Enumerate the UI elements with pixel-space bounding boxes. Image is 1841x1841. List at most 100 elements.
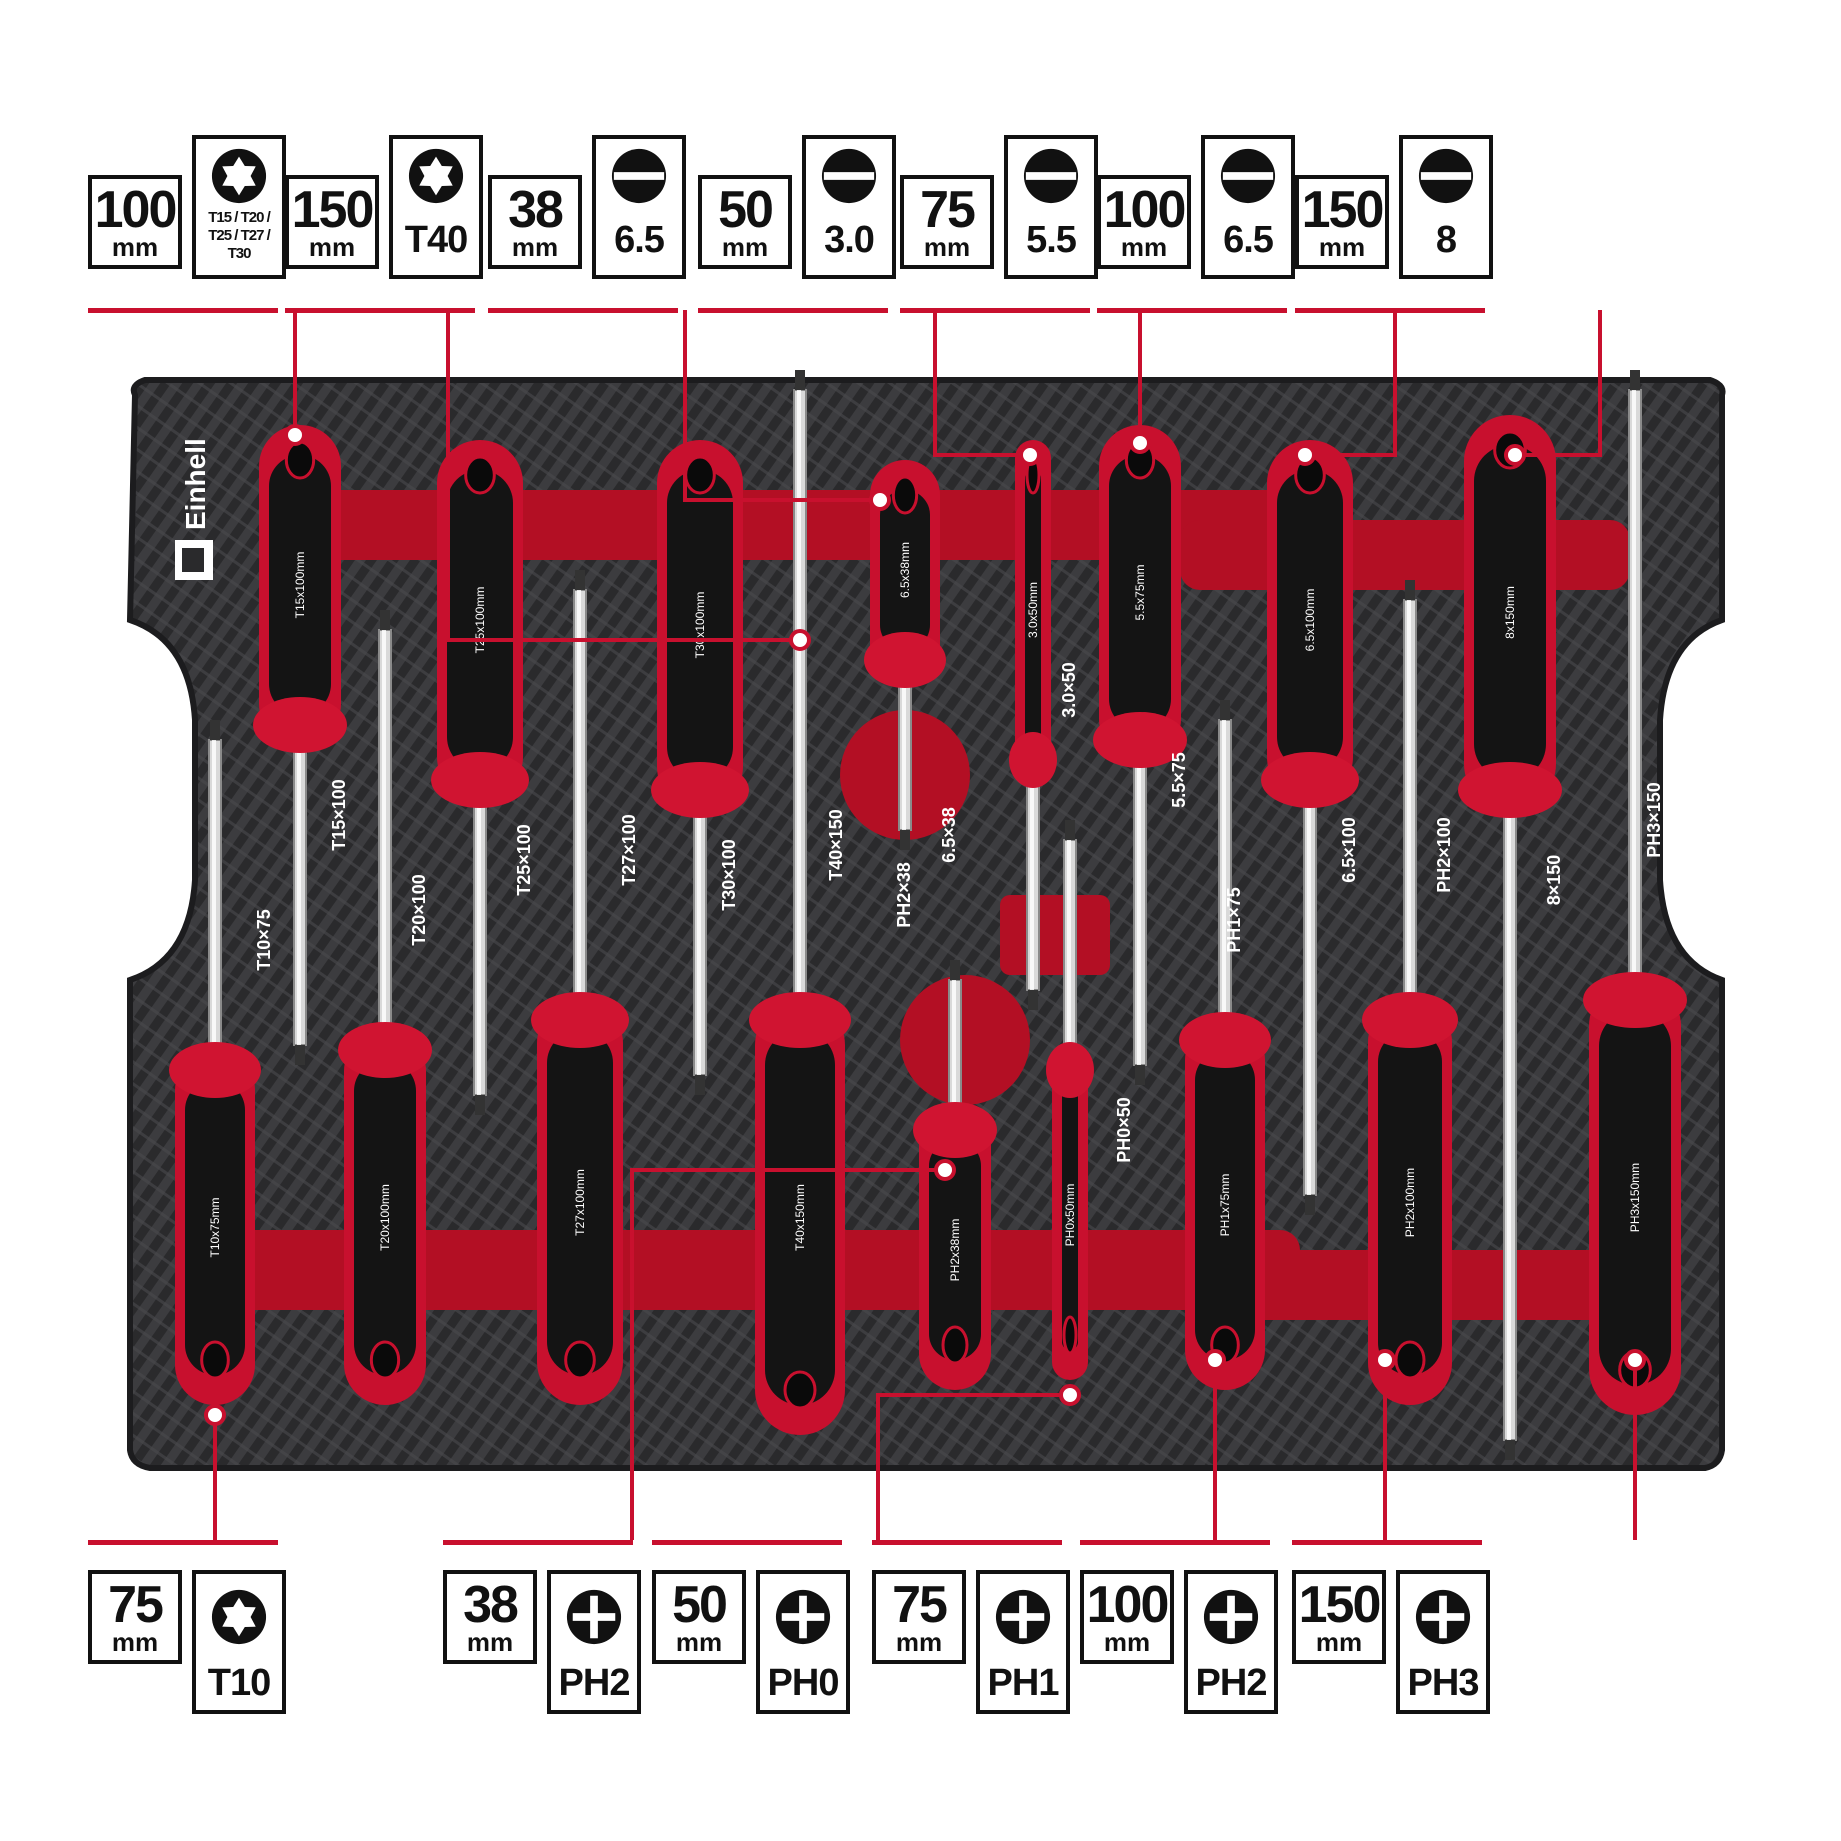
phillips-icon (775, 1589, 831, 1645)
bit-tip (1305, 1195, 1315, 1215)
tray-label-s65_100: 6.5×100 (1339, 817, 1359, 883)
leader-lines (204, 310, 1646, 1540)
brand-logo: Einhell (175, 438, 213, 580)
leader-line (933, 310, 1030, 457)
screwdriver-t15: T15x100mm (253, 425, 347, 1065)
bit-tip (795, 370, 805, 390)
bit-tip (1220, 700, 1230, 720)
tray-label-t20: T20×100 (409, 874, 429, 946)
phillips-icon (1415, 1589, 1471, 1645)
screwdriver-t25: T25x100mm (431, 440, 529, 1115)
screwdriver-t10: T10x75mm (169, 720, 261, 1405)
handle-neck (864, 632, 946, 688)
handle-print: PH2x100mm (1403, 1168, 1417, 1237)
leader-line (1515, 310, 1602, 457)
hang-hole (464, 455, 496, 495)
bit-tip (380, 610, 390, 630)
tray-label-t30: T30×100 (719, 839, 739, 911)
length-unit: mm (466, 1627, 514, 1657)
screwdriver-t40: T40x150mm (749, 370, 851, 1435)
handle-neck (1009, 732, 1057, 788)
leader-dot (1374, 1349, 1396, 1371)
slotted-icon (821, 148, 877, 204)
handle-neck (1046, 1042, 1094, 1098)
legend-rule (443, 1540, 633, 1545)
length-unit: mm (721, 232, 769, 262)
leader-dot (1019, 444, 1041, 466)
length-value: 100 (1103, 181, 1187, 239)
tray-label-s55_75: 5.5×75 (1169, 752, 1189, 808)
handle-neck (1093, 712, 1187, 768)
legend-rule (1097, 308, 1287, 313)
length-unit: mm (923, 232, 971, 262)
tip-code: 5.5 (1026, 219, 1077, 261)
length-unit: mm (675, 1627, 723, 1657)
handle-neck (651, 762, 749, 818)
leader-dot (1294, 444, 1316, 466)
tip-box: PH1 (976, 1570, 1070, 1714)
tip-box: PH2 (1184, 1570, 1278, 1714)
bit-tip (475, 1095, 485, 1115)
tray-label-ph1_75: PH1×75 (1224, 887, 1244, 953)
handle-print: T20x100mm (378, 1184, 392, 1251)
tip-box: PH3 (1396, 1570, 1490, 1714)
bit-tip (1065, 820, 1075, 840)
tip-box: 6.5 (1201, 135, 1295, 279)
hang-hole (1062, 1315, 1078, 1355)
leader-dot (204, 1404, 226, 1426)
torx-icon (408, 148, 464, 204)
tip-code: PH2 (1195, 1662, 1268, 1704)
length-unit: mm (111, 232, 159, 262)
tip-box: T40 (389, 135, 483, 279)
legend-rule (285, 308, 475, 313)
handle-neck (531, 992, 629, 1048)
phillips-icon (1203, 1589, 1259, 1645)
length-value: 100 (94, 181, 178, 239)
slotted-icon (1220, 148, 1276, 204)
screwdriver-ph2_100: PH2x100mm (1362, 580, 1458, 1405)
handle-neck (1261, 752, 1359, 808)
length-value: 75 (108, 1576, 164, 1634)
tip-box: 8 (1399, 135, 1493, 279)
phillips-icon (566, 1589, 622, 1645)
handle-neck (169, 1042, 261, 1098)
handle-neck (913, 1102, 997, 1158)
tip-code: T10 (207, 1662, 271, 1704)
handle-print: 5.5x75mm (1133, 564, 1147, 620)
legend-rule (1292, 1540, 1482, 1545)
tray-label-t25: T25×100 (514, 824, 534, 896)
screwdriver-ph1_75: PH1x75mm (1179, 700, 1271, 1390)
legend-rule (652, 1540, 842, 1545)
leader-line (1305, 310, 1397, 457)
tray-label-s8_150: 8×150 (1544, 855, 1564, 906)
handle-print: 3.0x50mm (1026, 582, 1040, 638)
tip-code: PH1 (987, 1662, 1060, 1704)
length-value: 50 (672, 1576, 728, 1634)
length-value: 38 (463, 1576, 519, 1634)
bit-tip (295, 1045, 305, 1065)
tip-code: 6.5 (1223, 219, 1274, 261)
leader-dot (869, 489, 891, 511)
tray-label-t27: T27×100 (619, 814, 639, 886)
tip-box: T10 (192, 1570, 286, 1714)
hang-hole (200, 1340, 230, 1380)
tray-label-t15: T15×100 (329, 779, 349, 851)
leader-line (446, 310, 800, 642)
handle-neck (1362, 992, 1458, 1048)
tip-code: PH0 (767, 1662, 840, 1704)
tip-code: 8 (1435, 219, 1457, 261)
handle-neck (338, 1022, 432, 1078)
handle-print: PH1x75mm (1218, 1174, 1232, 1237)
handle-neck (431, 752, 529, 808)
legend-rule (88, 1540, 278, 1545)
bit-tip (695, 1075, 705, 1095)
leader-dot (284, 424, 306, 446)
legend-rule (488, 308, 678, 313)
length-value: 150 (1298, 1576, 1382, 1634)
